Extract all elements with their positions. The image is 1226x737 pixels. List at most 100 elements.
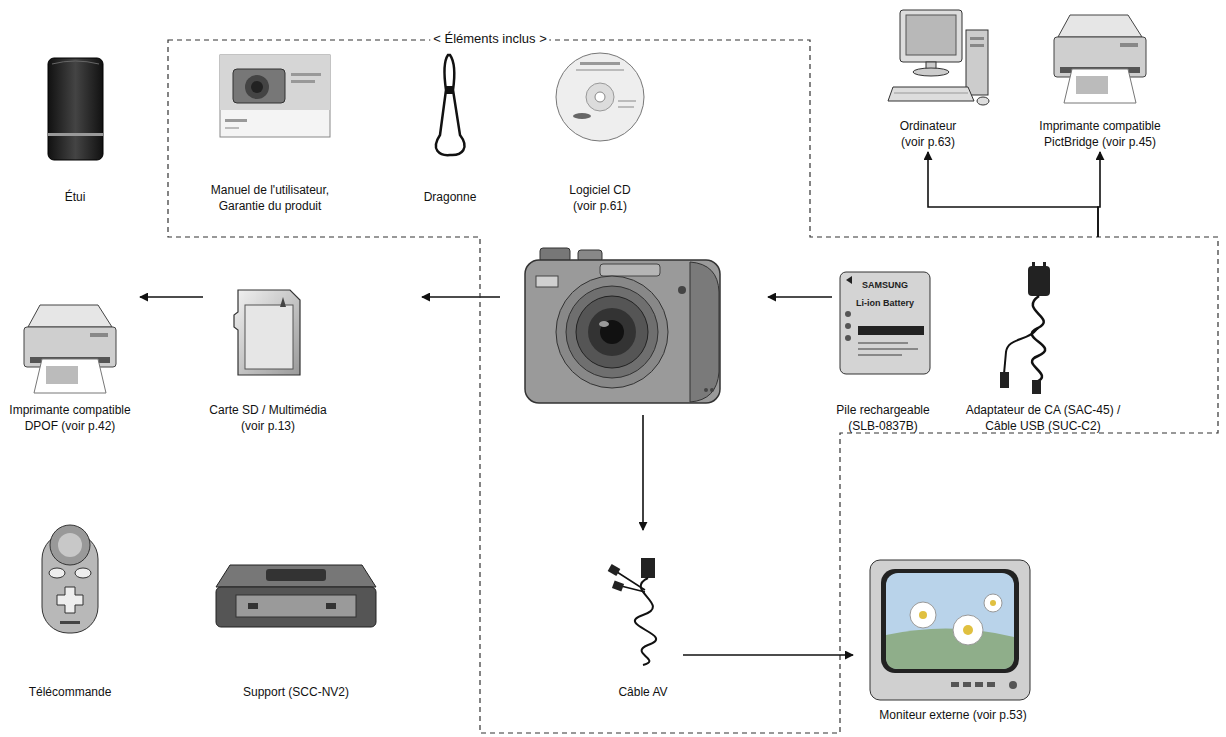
adapter-illustration-part (1000, 372, 1009, 388)
dock-illustration-part (266, 569, 326, 581)
case-illustration-part (52, 61, 99, 64)
item-caption: Adaptateur de CA (SAC-45) / Câble USB (S… (958, 402, 1128, 434)
computer-illustration-part (913, 68, 949, 76)
manual-item: Manuel de l'utilisateur, Garantie du pro… (195, 55, 345, 214)
computer-illustration-part (966, 30, 988, 95)
printer-illustration-part-part (34, 359, 106, 393)
computer-illustration-part (894, 93, 968, 94)
group-heading: < Éléments inclus > (430, 31, 549, 47)
manual-illustration-part (245, 75, 269, 99)
manual-illustration-part (225, 119, 247, 122)
item-caption: Support (SCC-NV2) (226, 684, 366, 700)
camera-illustration-part (556, 276, 668, 388)
printer-item: Imprimante compatible PictBridge (voir p… (1030, 5, 1170, 150)
printer-illustration-part-part (1058, 15, 1142, 37)
tv-illustration-part (984, 594, 1002, 612)
printer-illustration-part-part (1120, 43, 1138, 47)
tv-illustration-part (987, 682, 995, 687)
battery-illustration-part (858, 326, 924, 335)
item-caption: Étui (25, 189, 125, 205)
remote-illustration-part (57, 587, 83, 613)
sd-card-illustration-part (234, 290, 300, 375)
dock-illustration-part (216, 565, 376, 587)
tv-illustration-part (963, 682, 971, 687)
cd-illustration-part (576, 69, 624, 71)
connector-arrow (683, 654, 853, 656)
item-caption: Câble AV (603, 684, 683, 700)
cd-item: Logiciel CD (voir p.61) (558, 50, 642, 214)
remote-illustration-part (75, 568, 91, 578)
cd-illustration-part (573, 113, 591, 119)
av-cable-illustration (603, 550, 683, 684)
remote-illustration-part (58, 533, 82, 557)
camera-illustration-part (576, 296, 648, 368)
item-caption: Télécommande (15, 684, 125, 700)
av-cable-illustration-part (612, 581, 624, 592)
strap-illustration (400, 50, 500, 189)
camera-illustration-part (599, 321, 609, 327)
manual-illustration-part (225, 127, 239, 129)
tv-illustration (853, 555, 1053, 707)
printer-item: Imprimante compatible DPOF (voir p.42) (0, 295, 140, 434)
camera-illustration (525, 248, 720, 403)
computer-illustration-part (906, 15, 956, 55)
arrow (642, 415, 644, 530)
arrow (768, 296, 832, 298)
item-caption: Imprimante compatible DPOF (voir p.42) (0, 402, 140, 434)
sd-card-illustration-part (280, 297, 286, 307)
tv-illustration-part (990, 600, 996, 606)
cd-illustration-part (595, 92, 605, 102)
printer-illustration-part-part (28, 305, 112, 327)
computer-item: Ordinateur (voir p.63) (888, 5, 968, 150)
camera-illustration-part (710, 388, 714, 392)
adapter-item: Adaptateur de CA (SAC-45) / Câble USB (S… (958, 262, 1128, 434)
battery-illustration (828, 270, 938, 402)
dock-illustration-part (248, 603, 258, 609)
strap-illustration-part (436, 55, 465, 155)
remote-illustration-part (60, 621, 80, 624)
computer-illustration-part (888, 87, 974, 101)
tv-illustration-part (881, 569, 1019, 673)
sd-card-illustration-part (245, 305, 293, 369)
printer-illustration-part-part (1076, 76, 1108, 94)
camera-illustration-part (600, 320, 624, 344)
battery-illustration-part (840, 272, 930, 374)
monitor-item: Moniteur externe (voir p.53) (853, 555, 1053, 723)
manual-illustration-part (220, 55, 330, 110)
av-cable-illustration-part (635, 578, 656, 665)
item-caption: Imprimante compatible PictBridge (voir p… (1030, 118, 1170, 150)
case-illustration-part (48, 133, 103, 136)
item-caption: Logiciel CD (voir p.61) (558, 182, 642, 214)
dashed-outline-part (168, 40, 1218, 733)
remote-illustration-part (50, 525, 90, 565)
manual-illustration-part (233, 69, 285, 103)
camera-illustration-part (678, 286, 686, 294)
item-caption: Pile rechargeable (SLB-0837B) (828, 402, 938, 434)
battery-illustration-part (845, 311, 851, 317)
cd-illustration-part (556, 53, 644, 141)
dock-illustration (226, 555, 366, 684)
av-cable-illustration-part (641, 558, 655, 578)
manual-illustration-part (291, 80, 315, 83)
cd-illustration (558, 50, 642, 182)
tv-illustration-part (910, 602, 936, 628)
manual-illustration-part (220, 55, 330, 137)
computer-illustration-part (970, 37, 984, 40)
tv-illustration-part (953, 615, 983, 645)
manual-illustration (195, 55, 345, 182)
adapter-illustration-part (1028, 266, 1050, 296)
adapter-illustration-part (1043, 262, 1046, 268)
adapter-illustration (958, 262, 1128, 402)
computer-illustration-part (977, 97, 989, 105)
cd-illustration-part (586, 83, 614, 111)
camera-illustration-part (525, 260, 720, 403)
cd-illustration-part (618, 106, 634, 108)
tv-illustration-part (870, 560, 1030, 700)
printer-illustration-part (1054, 15, 1146, 103)
arrow (422, 296, 500, 298)
camera-illustration-part (690, 262, 719, 402)
case-item: Étui (25, 55, 125, 205)
computer-illustration (888, 5, 968, 118)
tv-illustration-part (886, 573, 1014, 669)
